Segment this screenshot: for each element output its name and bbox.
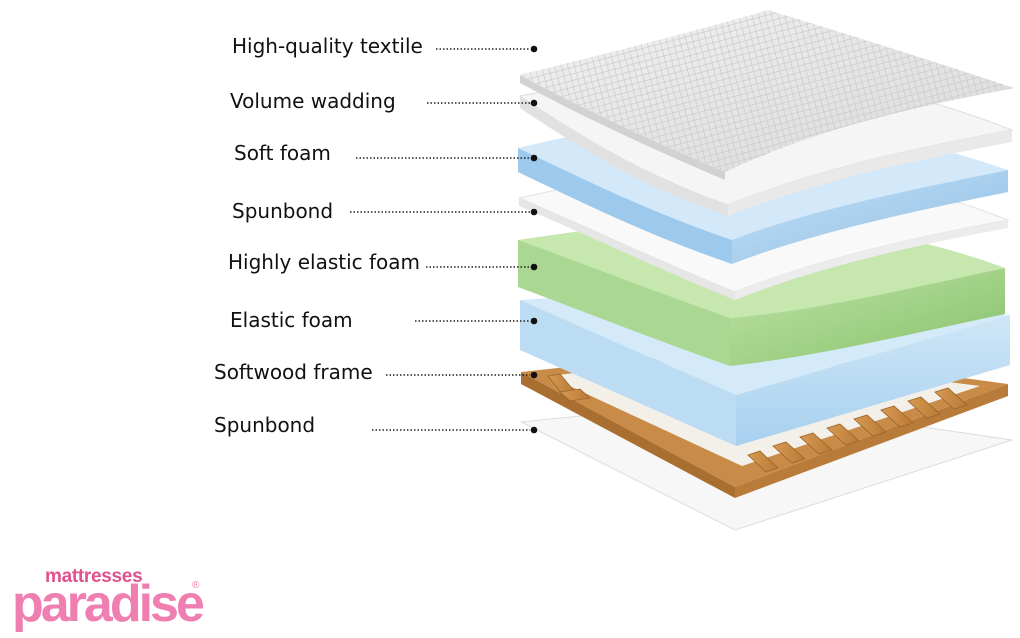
registered-mark: ® (192, 580, 200, 591)
label-volume-wadding: Volume wadding (230, 89, 396, 113)
high-quality-textile-layer (520, 10, 1014, 180)
leader-dot-2 (530, 154, 538, 162)
label-elastic-foam: Elastic foam (230, 308, 353, 332)
label-spunbond: Spunbond (232, 199, 334, 223)
brand-logo: mattresses paradise ® (12, 566, 212, 632)
label-spunbond-bottom: Spunbond (214, 413, 316, 437)
logo-top-text: mattresses (45, 566, 143, 587)
frame-slats (547, 373, 968, 473)
leader-dot-5 (530, 317, 538, 325)
logo-main-text: paradise (12, 575, 205, 633)
leader-dot-0 (530, 45, 538, 53)
label-soft-foam: Soft foam (234, 141, 331, 165)
leader-dot-3 (530, 208, 538, 216)
leader-lines (350, 45, 538, 434)
label-highly-elastic-foam: Highly elastic foam (228, 250, 421, 274)
leader-dot-1 (530, 99, 538, 107)
leader-dot-6 (530, 371, 538, 379)
label-high-quality-textile: High-quality textile (232, 34, 423, 58)
leader-dot-7 (530, 426, 538, 434)
label-softwood-frame: Softwood frame (214, 360, 373, 384)
leader-dot-4 (530, 263, 538, 271)
